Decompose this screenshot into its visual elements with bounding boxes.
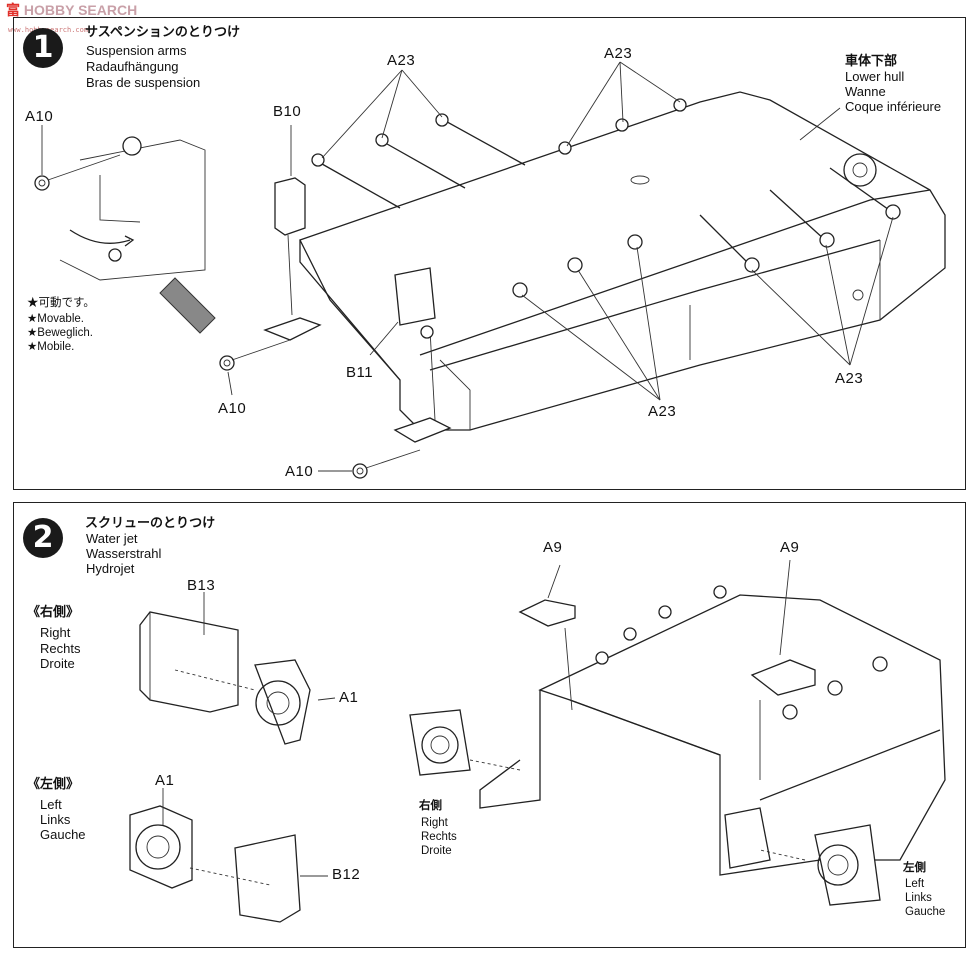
step2-title-en: Water jet: [86, 531, 138, 546]
suspension-arms-lower: [512, 167, 901, 298]
hull-right-en: Right: [421, 817, 448, 829]
lower-hull-drawing: [263, 91, 946, 443]
left-side-en: Left: [40, 797, 62, 812]
left-side-fr: Gauche: [40, 827, 86, 842]
movable-note-de: ★Beweglich.: [27, 327, 93, 339]
right-water-jet-assembly: [139, 611, 311, 745]
movable-note-fr: ★Mobile.: [27, 341, 75, 353]
part-label-a10-top: A10: [25, 108, 54, 125]
part-label-a23-1: A23: [387, 52, 416, 69]
right-side-en: Right: [40, 625, 71, 640]
movable-note-en: ★Movable.: [27, 313, 84, 325]
step1-panel: [13, 17, 966, 490]
step2-leader-lines: [162, 592, 336, 877]
movable-note-ja: ★可動です。: [27, 297, 95, 309]
step1-title-en: Suspension arms: [86, 43, 187, 58]
b10-part: [274, 177, 306, 316]
step1-number-badge: 1: [23, 28, 63, 68]
left-side-de: Links: [40, 812, 71, 827]
part-label-a10-bot: A10: [285, 463, 314, 480]
hull-left-fr: Gauche: [905, 906, 946, 918]
step2-number-badge: 2: [23, 518, 63, 558]
part-label-a23-3: A23: [835, 370, 864, 387]
part-label-a1-left: A1: [155, 772, 175, 789]
watermark-logo: 富 HOBBY SEARCH: [6, 0, 137, 20]
part-label-b10: B10: [273, 103, 302, 120]
step1-title-ja: サスペンションのとりつけ: [85, 25, 240, 40]
part-label-b11: B11: [346, 364, 374, 381]
suspension-arms-top: [311, 98, 687, 209]
hull-label-de: Wanne: [845, 84, 886, 99]
hull-left-ja: 左側: [903, 862, 926, 874]
part-label-a23-2: A23: [604, 45, 633, 62]
hull-label-ja: 車体下部: [845, 53, 898, 68]
part-label-a9-1: A9: [543, 539, 563, 556]
right-side-fr: Droite: [40, 656, 75, 671]
step2-panel: [13, 502, 966, 948]
hull-right-de: Rechts: [421, 831, 457, 843]
step1-title-fr: Bras de suspension: [86, 75, 201, 90]
step1-title-de: Radaufhängung: [86, 59, 179, 74]
part-label-a9-2: A9: [780, 539, 800, 556]
step2-title-de: Wasserstrahl: [86, 546, 162, 561]
step2-title-fr: Hydrojet: [86, 561, 135, 576]
watermark-brand-b: HOBBY SEARCH: [23, 2, 138, 18]
right-side-de: Rechts: [40, 641, 81, 656]
right-side-ja: 《右側》: [27, 604, 80, 619]
hull-label-fr: Coque inférieure: [845, 99, 942, 114]
part-label-a1-right: A1: [339, 689, 359, 706]
hull-right-fr: Droite: [421, 845, 452, 857]
hull-left-de: Links: [905, 892, 932, 904]
hull-right-ja: 右側: [419, 800, 442, 812]
part-label-a10-mid: A10: [218, 400, 247, 417]
left-side-ja: 《左側》: [27, 776, 80, 791]
part-label-b12: B12: [332, 866, 361, 883]
watermark-brand-a: 富: [6, 2, 20, 18]
step2-hull-drawing: [409, 559, 946, 906]
hull-left-en: Left: [905, 878, 925, 890]
b11-part: [394, 267, 436, 421]
hull-label-en: Lower hull: [845, 69, 905, 84]
a10-rings: [34, 154, 421, 479]
part-label-a23-4: A23: [648, 403, 677, 420]
leader-lines: [41, 61, 894, 472]
left-water-jet-assembly: [129, 805, 301, 923]
movable-detail-inset: [59, 136, 216, 334]
step2-title-ja: スクリューのとりつけ: [85, 516, 216, 531]
part-label-b13: B13: [187, 577, 216, 594]
